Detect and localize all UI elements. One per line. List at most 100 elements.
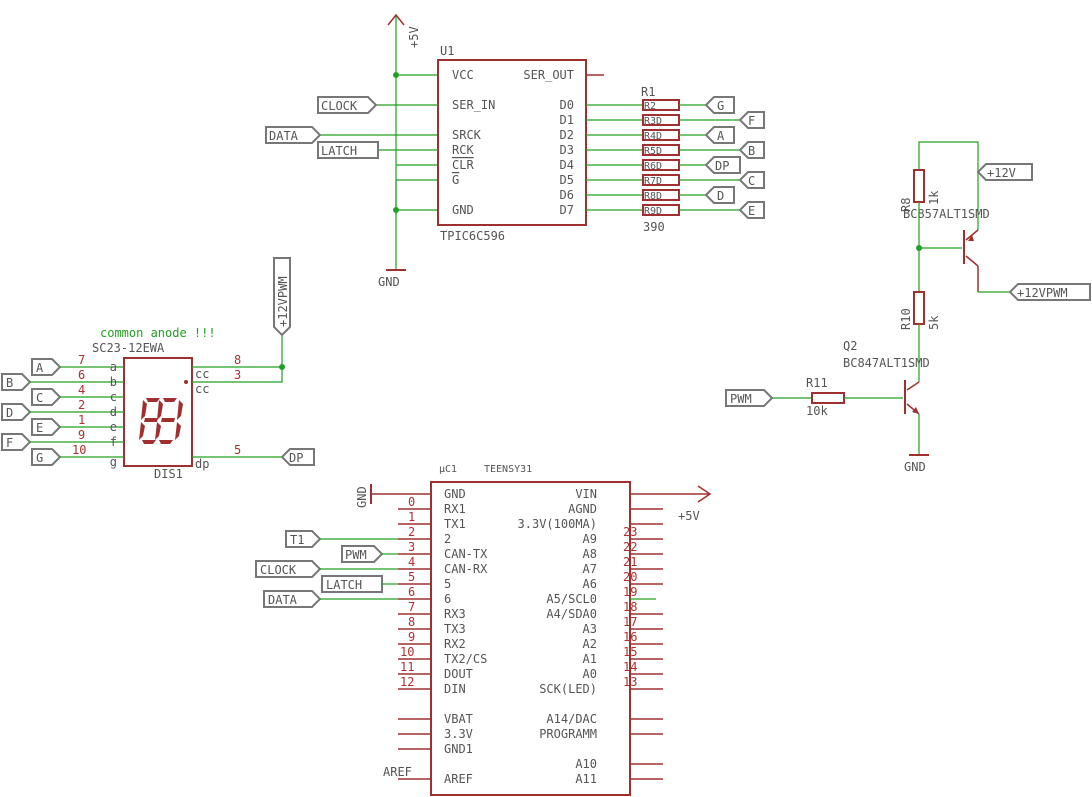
uc1-body (430, 481, 631, 796)
seg-out-flag-b (738, 141, 765, 159)
resistor-pack-r1: R1 390 R2 R3D R4D R5D R6D R7D R8D R9D (641, 85, 680, 234)
uc1-pin-num: 0 (408, 495, 415, 509)
seven-segment-icon (139, 380, 188, 444)
dis1-pin-num: 3 (234, 368, 241, 382)
r1-sub-label: R9D (644, 206, 662, 217)
uc1-pin-num: 8 (408, 615, 415, 629)
u1-latch-flag (317, 141, 379, 159)
dis1-dp-label: DP (289, 451, 303, 465)
uc1-pin-name: A3 (583, 622, 597, 636)
uc1-pin-num: 1 (408, 510, 415, 524)
dis1-label-a: A (36, 361, 44, 375)
u1-pin-ser-in: SER_IN (452, 98, 495, 112)
uc1-pin-name: TX1 (444, 517, 466, 531)
dis1-ref: DIS1 (154, 467, 183, 481)
uc1-pin-name: A7 (583, 562, 597, 576)
seg-out-flag-c (738, 171, 765, 189)
dis1-label-c: C (36, 391, 43, 405)
u1-part: TPIC6C596 (440, 229, 505, 243)
dis1-pin-name: a (110, 360, 117, 374)
uc1-data-flag (263, 590, 322, 608)
dis1-pin-num: 10 (72, 443, 86, 457)
uc1-gnd-label: GND (355, 486, 369, 508)
uc1-pin-name: A1 (583, 652, 597, 666)
dis1-label-e: E (36, 421, 43, 435)
dis1-pin-name: b (110, 375, 117, 389)
r10-ref: R10 (899, 308, 913, 330)
uc1-pin-name: A4/SDA0 (546, 607, 597, 621)
u1-pin-d6: D6 (560, 188, 574, 202)
r1-sub-label: R3D (644, 116, 662, 127)
r1-ref: R1 (641, 85, 655, 99)
uc1-clock-label: CLOCK (260, 563, 297, 577)
u1-pin-d3: D3 (560, 143, 574, 157)
dis1-label-b: B (6, 376, 13, 390)
uc1-pin-name: AGND (568, 502, 597, 516)
uc1-pin-num: 12 (400, 675, 414, 689)
uc1-pin-num: 22 (623, 540, 637, 554)
seg-out-flag-g (704, 96, 735, 114)
uc1-pin-num: 15 (623, 645, 637, 659)
uc1-pin-num: 4 (408, 555, 415, 569)
v12-label: +12V (987, 166, 1016, 180)
v12pwm-label: +12VPWM (1017, 286, 1068, 300)
uc1-left-pins: 0 1 2 3 4 5 6 7 8 9 10 11 12 GND RX1 TX1… (383, 487, 488, 786)
uc1-pin-num: 14 (623, 660, 637, 674)
u1-latch-label: LATCH (321, 144, 357, 158)
dis1-pin-name: d (110, 405, 117, 419)
uc1-pin-name: 3.3V (444, 727, 473, 741)
u1-pin-d0: D0 (560, 98, 574, 112)
u1-pin-d4: D4 (560, 158, 574, 172)
uc1-pin-name: 6 (444, 592, 451, 606)
uc1-pin-name: A8 (583, 547, 597, 561)
uc1-pin-name: 3.3V(100MA) (518, 517, 597, 531)
uc1-pin-name: TX2/CS (444, 652, 487, 666)
r1-sub-label: R2 (644, 101, 656, 112)
dis1-dp-flag (280, 448, 315, 466)
dis1-note: common anode !!! (100, 326, 216, 340)
u1-pin-d1: D1 (560, 113, 574, 127)
driver-pwm-label: PWM (730, 392, 752, 406)
dis1-pin-num: 9 (78, 428, 85, 442)
seg-out-label-g: G (717, 99, 724, 113)
u1-ref: U1 (440, 44, 454, 58)
u1-pin-clr: CLR (452, 158, 474, 172)
u1-clock-label: CLOCK (321, 99, 358, 113)
uc1-pin-num: 13 (623, 675, 637, 689)
uc1-pin-num: 21 (623, 555, 637, 569)
uc1-pin-num: 2 (408, 525, 415, 539)
r1-sub-label: R6D (644, 161, 662, 172)
u1-gnd-label: GND (378, 275, 400, 289)
uc1-pin-name: A14/DAC (546, 712, 597, 726)
uc1-pin-num: 23 (623, 525, 637, 539)
uc1-pin-name: A9 (583, 532, 597, 546)
uc1-pin-num: 6 (408, 585, 415, 599)
u1-pin-g: G (452, 173, 459, 187)
r8-ref: R8 (899, 198, 913, 212)
q1-part: BC857ALT1SMD (903, 207, 990, 221)
uc1-pin-num: 16 (623, 630, 637, 644)
r11-ref: R11 (806, 376, 828, 390)
uc1-pin-num: 7 (408, 600, 415, 614)
u1-pin-d5: D5 (560, 173, 574, 187)
uc1-pin-name: 2 (444, 532, 451, 546)
u1-clock-flag (317, 96, 378, 114)
u1-body (437, 59, 587, 226)
uc1-section: μC1 TEENSY31 GND 0 1 2 (255, 464, 712, 796)
uc1-latch-label: LATCH (326, 578, 362, 592)
q1-transistor-icon (963, 229, 979, 292)
uc1-pin-name: A0 (583, 667, 597, 681)
seg-out-label-d: D (717, 189, 724, 203)
u1-pin-vcc: VCC (452, 68, 474, 82)
uc1-aref-label: AREF (383, 765, 412, 779)
seg-out-flag-dp (704, 156, 741, 174)
v12pwm-flag (1008, 283, 1091, 301)
seg-out-label-f: F (748, 114, 755, 128)
uc1-clock-flag (255, 560, 322, 578)
uc1-t1-label: T1 (290, 533, 304, 547)
driver-pwm-flag (725, 389, 774, 407)
seg-out-label-dp: DP (715, 159, 729, 173)
uc1-pin-num: 3 (408, 540, 415, 554)
uc1-pin-num: 9 (408, 630, 415, 644)
uc1-pin-name: AREF (444, 772, 473, 786)
